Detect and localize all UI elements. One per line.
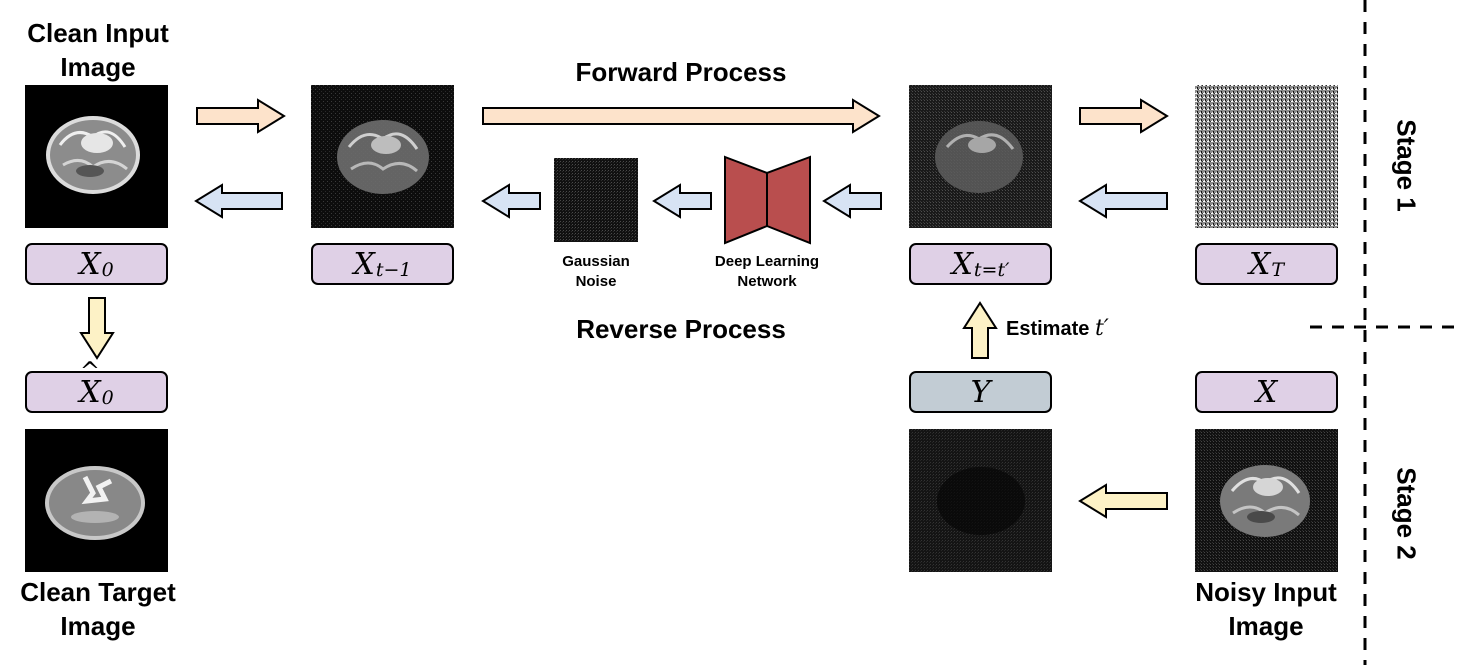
x-box: X — [1195, 371, 1338, 413]
forward-process-label: Forward Process — [575, 57, 787, 87]
noisy-input-mri-image — [1195, 429, 1338, 572]
x0-sub: 0 — [101, 259, 114, 281]
noisy-input-label-line1: Noisy Input — [1195, 577, 1337, 607]
clean-target-label-line1: Clean Target — [20, 577, 176, 607]
deep-learning-network-label: Deep Learning Network — [700, 252, 834, 292]
forward-arrow-xtt-to-xT — [1079, 98, 1169, 134]
stage-1-label: Stage 1 — [1391, 119, 1422, 212]
xT-sub: T — [1271, 259, 1285, 281]
gaussian-noise-label: Gaussian Noise — [540, 252, 652, 292]
clean-target-label-line2: Image — [60, 611, 136, 641]
forward-arrow-long — [482, 98, 881, 134]
reverse-arrow-xt1-to-x0 — [194, 183, 283, 219]
clean-input-mri-image — [25, 85, 168, 228]
pure-noise-x-T-image — [1195, 85, 1338, 228]
xtt-sub: t=t′ — [973, 259, 1010, 281]
deep-learning-network-shape — [724, 155, 811, 245]
y-box: Y — [909, 371, 1052, 413]
deep-learning-line1: Deep Learning — [714, 253, 820, 270]
clean-input-label-line2: Image — [60, 52, 136, 82]
noisy-input-image-label: Noisy Input Image — [1166, 575, 1366, 643]
deep-learning-line2: Network — [737, 273, 797, 290]
x0hat-sub: 0 — [101, 387, 114, 409]
stage-2-label: Stage 2 — [1391, 467, 1422, 560]
noisy-x-t-prime-image — [909, 85, 1052, 228]
xtt-base: X — [951, 246, 973, 282]
x0-hat-box: X0 — [25, 371, 168, 413]
stage2-arrow-x-to-y — [1078, 483, 1168, 519]
estimate-t-prime-label: Estimate t′ — [1006, 316, 1109, 342]
reverse-process-label: Reverse Process — [576, 314, 786, 344]
forward-arrow-x0-to-xt1 — [196, 98, 286, 134]
xT-base: X — [1248, 246, 1271, 282]
estimate-symbol: t′ — [1094, 316, 1109, 341]
reverse-arrow-noise-to-xt1 — [481, 183, 541, 219]
clean-target-image-label: Clean Target Image — [0, 575, 196, 643]
reverse-arrow-network-to-noise — [652, 183, 712, 219]
estimated-noise-y-image — [909, 429, 1052, 572]
xt1-sub: t−1 — [375, 259, 412, 281]
clean-input-image-label: Clean Input Image — [0, 16, 196, 84]
down-arrow-x0-to-x0hat — [79, 297, 115, 360]
y-base: Y — [970, 374, 991, 410]
x0hat-base: X — [79, 375, 100, 410]
x-base: X — [1255, 374, 1278, 410]
clean-input-label-line1: Clean Input — [27, 18, 169, 48]
noisy-x-t-minus-1-image — [311, 85, 454, 228]
xt1-base: X — [353, 246, 375, 282]
reverse-arrow-xT-to-xtt — [1078, 183, 1168, 219]
estimate-text: Estimate — [1006, 318, 1090, 340]
up-arrow-y-to-xtt — [962, 301, 998, 359]
reverse-arrow-xtt-to-network — [822, 183, 882, 219]
gaussian-noise-line1: Gaussian — [562, 253, 630, 270]
gaussian-noise-image — [554, 158, 638, 242]
gaussian-noise-line2: Noise — [575, 273, 617, 290]
x0-base: X — [79, 246, 101, 282]
clean-target-mri-image — [25, 429, 168, 572]
noisy-input-label-line2: Image — [1228, 611, 1304, 641]
